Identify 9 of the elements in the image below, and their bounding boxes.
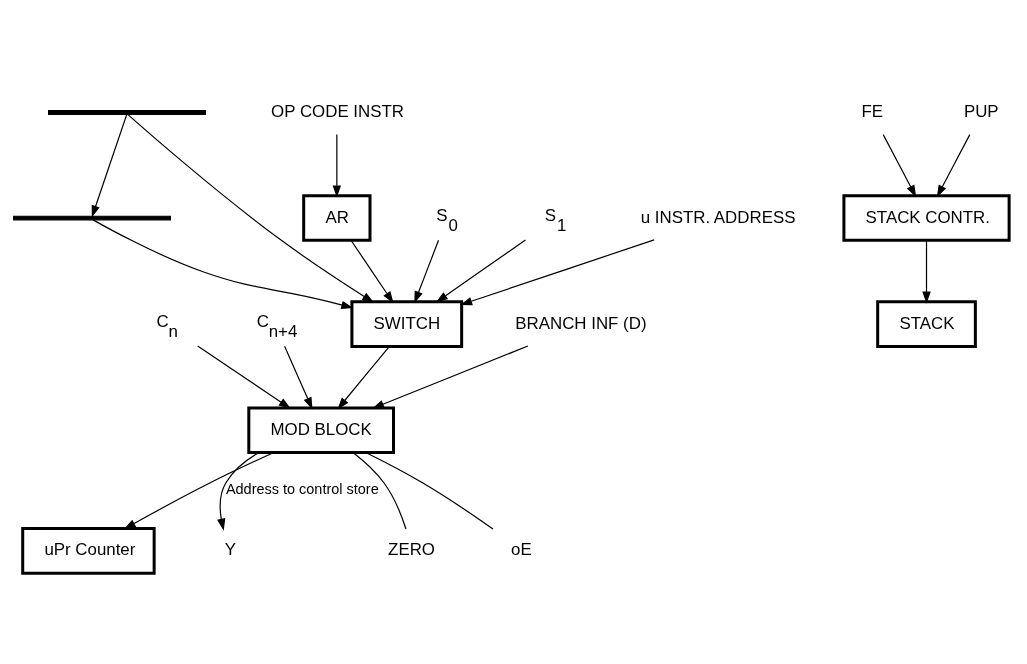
node-text: ZERO xyxy=(388,540,435,560)
node-text: OP CODE INSTR xyxy=(271,101,404,121)
node-text: Y xyxy=(224,540,236,560)
edge-label: Address to control store xyxy=(225,481,379,498)
node-text: FE xyxy=(861,101,883,121)
node-text: oE xyxy=(511,540,532,560)
node-text: u INSTR. ADDRESS xyxy=(640,207,796,227)
node-text: BRANCH INF (D) xyxy=(515,313,647,333)
node-text: PUP xyxy=(963,101,999,121)
